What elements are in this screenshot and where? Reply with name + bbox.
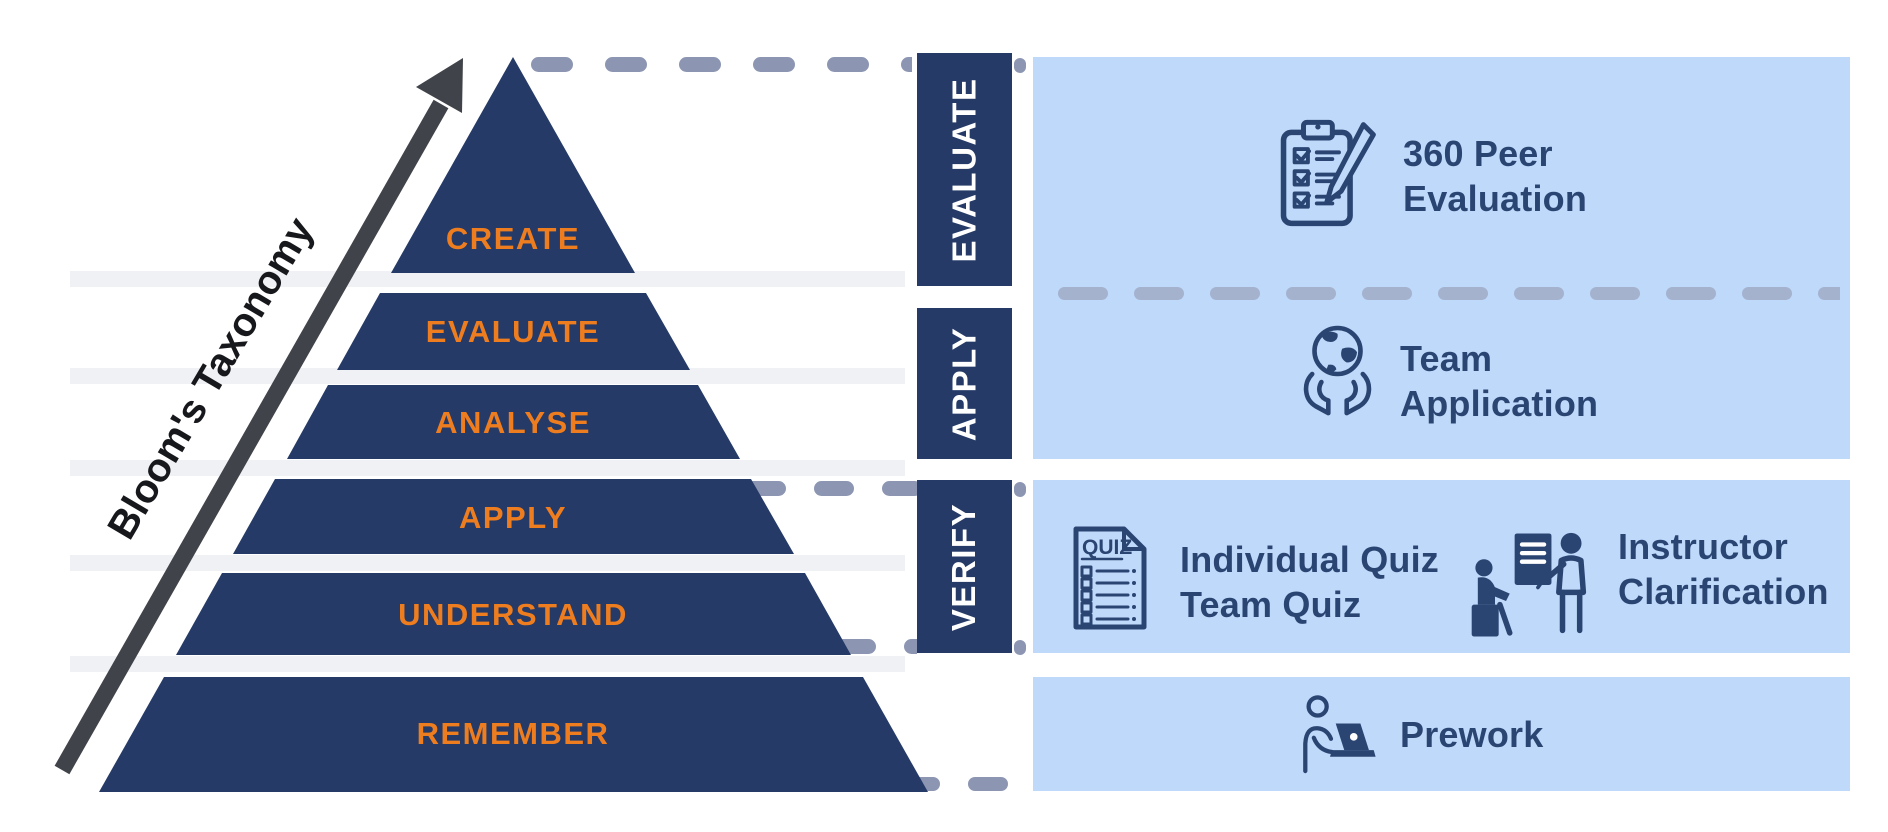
dash xyxy=(814,481,854,496)
activity-instructor-line2: Clarification xyxy=(1618,571,1829,612)
pyramid-label-analyse: ANALYSE xyxy=(435,405,591,440)
dash xyxy=(968,777,1008,791)
dash xyxy=(1014,58,1026,73)
panel-verify xyxy=(1033,480,1850,653)
dash xyxy=(679,57,721,72)
row-separator-line xyxy=(70,271,905,287)
clipboard-checklist-icon xyxy=(1268,110,1390,238)
dash xyxy=(1134,287,1184,300)
instructor-presentation-icon xyxy=(1468,520,1603,650)
dash xyxy=(1742,287,1792,300)
pyramid-label-create: CREATE xyxy=(446,221,580,256)
dash xyxy=(1438,287,1488,300)
dash xyxy=(605,57,647,72)
dash xyxy=(1362,287,1412,300)
activity-apply-label: Team Application xyxy=(1400,336,1598,426)
activity-evaluate-line1: 360 Peer xyxy=(1403,133,1553,174)
dash xyxy=(1014,640,1026,655)
dashed-connector-verify-top xyxy=(746,481,917,496)
panel-evaluate-apply xyxy=(1033,57,1850,459)
panel-remember xyxy=(1033,677,1850,791)
pyramid-label-understand: UNDERSTAND xyxy=(398,597,628,632)
activity-apply-line2: Application xyxy=(1400,383,1599,424)
dash xyxy=(1014,482,1026,497)
dash xyxy=(1286,287,1336,300)
pyramid-level-create xyxy=(391,57,635,273)
stage-label-verify: VERIFY xyxy=(917,480,1012,653)
activity-instructor-line1: Instructor xyxy=(1618,526,1789,567)
dash xyxy=(1590,287,1640,300)
activity-evaluate-line2: Evaluation xyxy=(1403,178,1588,219)
pyramid-level-apply xyxy=(233,479,794,554)
dashed-connector-apex xyxy=(531,57,912,72)
pyramid-label-apply: APPLY xyxy=(459,500,567,535)
pyramid-label-evaluate: EVALUATE xyxy=(426,314,600,349)
dash xyxy=(1666,287,1716,300)
pyramid-level-understand xyxy=(176,573,851,655)
row-separator-line xyxy=(70,656,905,672)
stage-label-apply-text: APPLY xyxy=(945,326,983,441)
pyramid-level-analyse xyxy=(287,385,740,459)
dash xyxy=(904,639,917,654)
dashed-connector-verify-top-stub xyxy=(1014,482,1026,497)
dashed-connector-apex-stub xyxy=(1014,58,1026,73)
taxonomy-arrow-shaft xyxy=(54,99,449,775)
dash xyxy=(1514,287,1564,300)
activity-verify-right-label: Instructor Clarification xyxy=(1618,524,1829,614)
dash xyxy=(753,57,795,72)
stage-label-apply: APPLY xyxy=(917,308,1012,459)
quiz-sheet-icon: QUIZ xyxy=(1060,512,1160,644)
activity-apply-line1: Team xyxy=(1400,338,1493,379)
activity-evaluate-label: 360 Peer Evaluation xyxy=(1403,131,1587,221)
dash xyxy=(531,57,573,72)
person-laptop-icon xyxy=(1292,690,1387,778)
dash xyxy=(1818,287,1840,300)
activity-verify-line2: Team Quiz xyxy=(1180,584,1362,625)
row-separator-line xyxy=(70,460,905,476)
activity-remember-label: Prework xyxy=(1400,712,1543,757)
activity-verify-left-label: Individual Quiz Team Quiz xyxy=(1180,537,1439,627)
stage-label-evaluate-text: EVALUATE xyxy=(945,77,983,262)
stage-label-evaluate: EVALUATE xyxy=(917,53,1012,286)
taxonomy-arrow-head xyxy=(416,58,463,113)
pyramid-label-remember: REMEMBER xyxy=(417,716,610,751)
activity-verify-line1: Individual Quiz xyxy=(1180,539,1440,580)
dash xyxy=(901,57,912,72)
activity-prework-text: Prework xyxy=(1400,714,1544,755)
dash xyxy=(882,481,917,496)
dash xyxy=(827,57,869,72)
pyramid-level-evaluate xyxy=(337,293,690,370)
row-separator-line xyxy=(70,555,905,571)
dashed-connector-verify-bottom-stub xyxy=(1014,640,1026,655)
dashed-divider-panel xyxy=(1058,287,1840,300)
quiz-icon-text: QUIZ xyxy=(1082,536,1132,559)
dash xyxy=(1058,287,1108,300)
globe-in-hands-icon xyxy=(1280,315,1395,433)
dash xyxy=(1210,287,1260,300)
stage-label-verify-text: VERIFY xyxy=(945,502,983,631)
pyramid-level-remember xyxy=(99,677,928,792)
